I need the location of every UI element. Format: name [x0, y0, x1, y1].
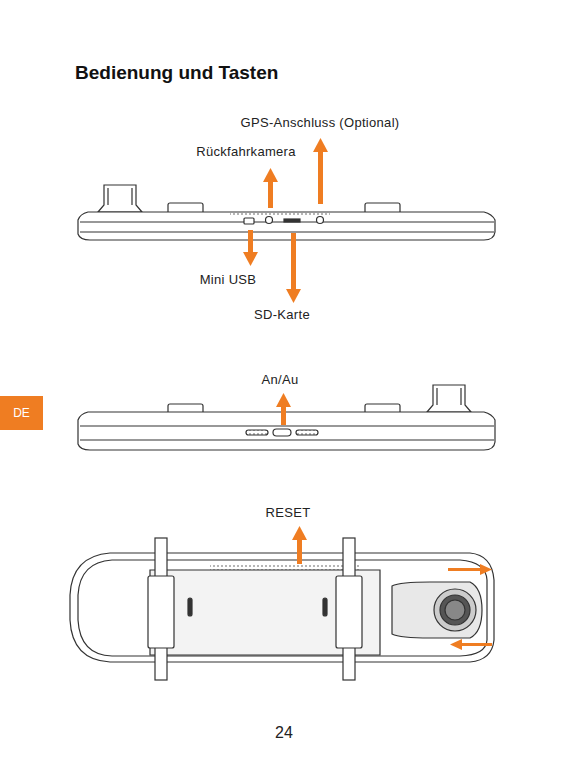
part-label: Mini USB [200, 272, 257, 288]
part-label: GPS-Anschluss (Optional) [241, 115, 400, 131]
indicator-arrows [243, 138, 492, 650]
button-label: RESET [266, 505, 311, 521]
part-label: Rückfahrkamera [196, 144, 296, 160]
mirror-front-view [70, 538, 494, 680]
button-label: An/Au [262, 372, 299, 388]
mirror-bottom-view [78, 385, 495, 450]
part-label: SD-Karte [254, 307, 310, 323]
page-title: Bedienung und Tasten [75, 62, 278, 85]
page-number: 24 [275, 723, 293, 742]
mirror-top-view [78, 185, 495, 240]
language-tab: DE [0, 396, 43, 430]
